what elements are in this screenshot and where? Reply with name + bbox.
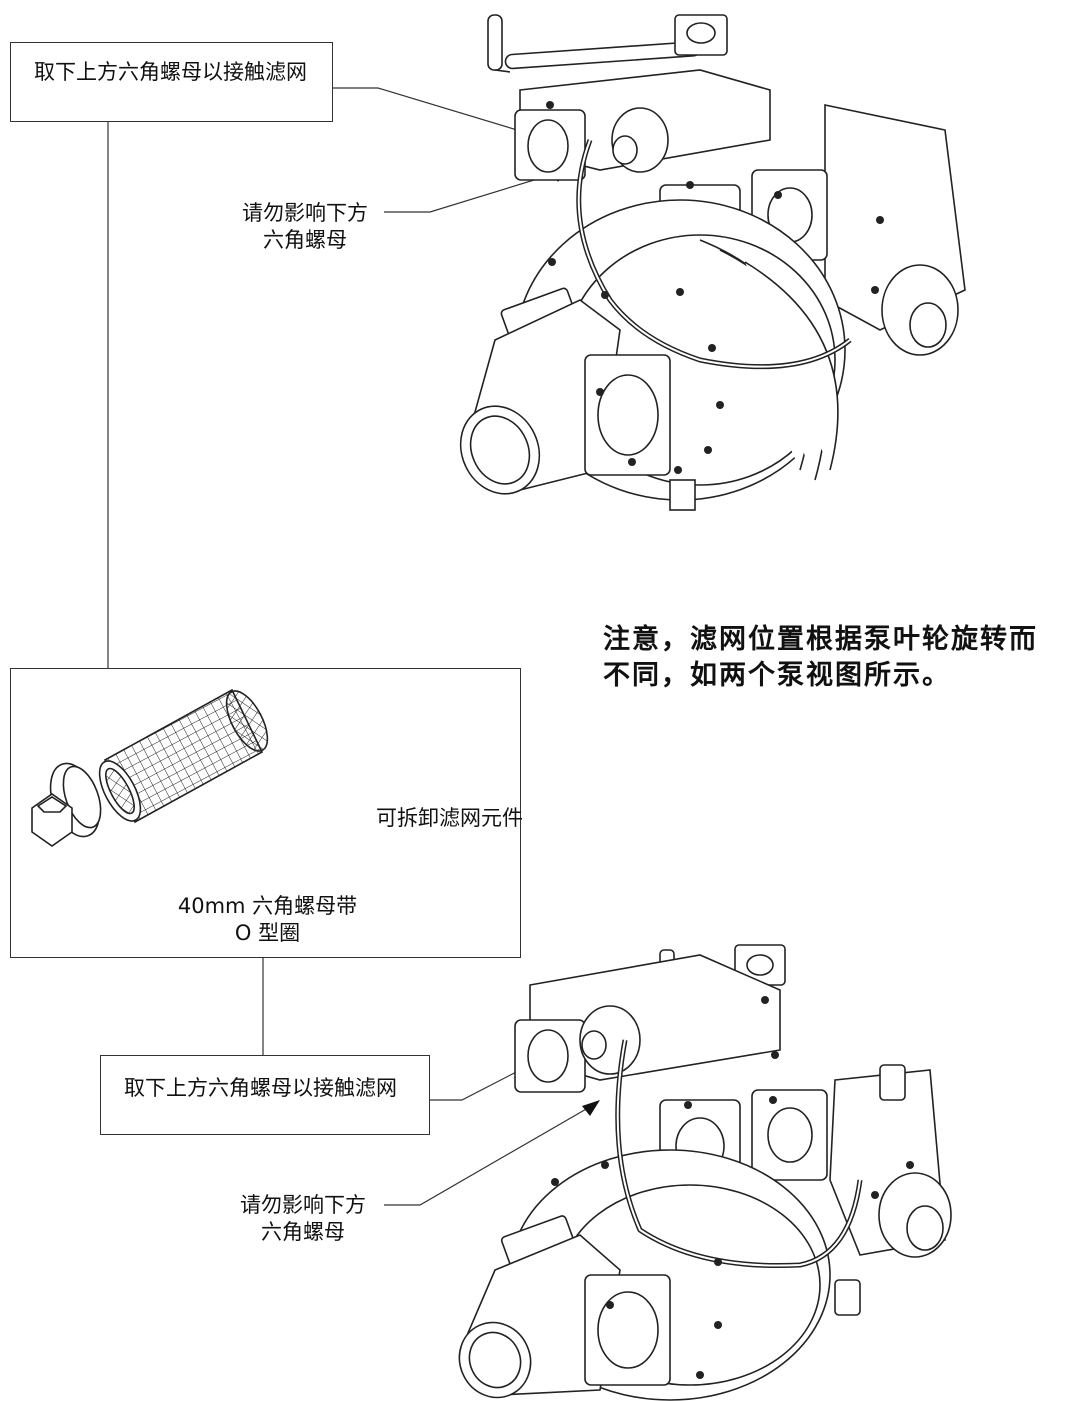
top-callout-box: [10, 42, 333, 122]
top-nut-label-line2: 六角螺母: [263, 228, 347, 252]
note-line1: 注意，滤网位置根据泵叶轮旋转而: [603, 624, 1038, 655]
leader-bottom-nut: [384, 1107, 589, 1206]
note-line2: 不同，如两个泵视图所示。: [603, 660, 951, 691]
top-callout-text: 取下上方六角螺母以接触滤网: [34, 60, 307, 84]
bottom-nut-label-line2: 六角螺母: [261, 1220, 345, 1244]
bottom-callout-text: 取下上方六角螺母以接触滤网: [124, 1076, 397, 1100]
hex-nut-label-line1: 40mm 六角螺母带: [177, 894, 358, 918]
leader-top-nut: [384, 171, 561, 213]
bottom-nut-label-line1: 请勿影响下方: [240, 1193, 366, 1217]
bottom-nut-label: 请勿影响下方 六角螺母: [228, 1192, 378, 1246]
screen-element-label: 可拆卸滤网元件: [376, 806, 523, 830]
note-text: 注意，滤网位置根据泵叶轮旋转而 不同，如两个泵视图所示。: [603, 622, 1038, 694]
hex-nut-label-line2: O 型圈: [234, 921, 301, 945]
hex-nut-label: 40mm 六角螺母带 O 型圈: [150, 893, 385, 947]
top-nut-label: 请勿影响下方 六角螺母: [230, 200, 380, 254]
top-nut-label-line1: 请勿影响下方: [242, 201, 368, 225]
hex-nut-plug: [31, 762, 102, 847]
filter-screen: [98, 688, 269, 824]
bottom-callout-box: [100, 1055, 430, 1135]
